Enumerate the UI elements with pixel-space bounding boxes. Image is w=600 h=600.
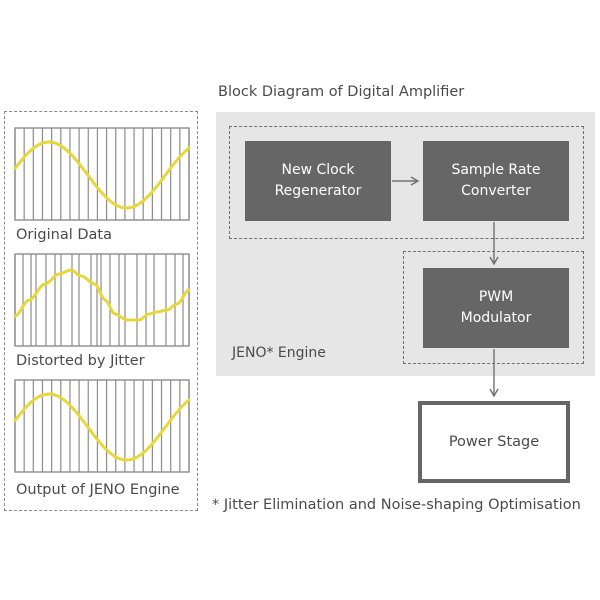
signal-curve: [13, 268, 191, 322]
input-stage-dashed-group: [229, 126, 584, 239]
diagram-title: Block Diagram of Digital Amplifier: [218, 84, 465, 100]
waveform-panel: Original Data Distorted by Jitter Output…: [4, 111, 198, 511]
output-waveform: [13, 379, 191, 473]
distorted-waveform: [13, 253, 191, 347]
block-label-line: New Clock: [281, 162, 355, 178]
sample-rate-converter-block: Sample Rate Converter: [423, 141, 569, 221]
output-caption: Output of JENO Engine: [16, 482, 180, 498]
waveform-frame: [14, 379, 190, 473]
new-clock-regenerator-block: New Clock Regenerator: [245, 141, 391, 221]
engine-label: JENO* Engine: [232, 345, 326, 361]
waveform-frame: [14, 127, 190, 221]
signal-curve: [13, 140, 191, 210]
power-stage-label: Power Stage: [448, 434, 540, 450]
original-data-waveform: [13, 127, 191, 221]
waveform-frame: [14, 253, 190, 347]
pwm-modulator-block: PWM Modulator: [423, 268, 569, 348]
distorted-caption: Distorted by Jitter: [16, 353, 145, 369]
power-stage-block: Power Stage: [418, 401, 570, 483]
footnote: * Jitter Elimination and Noise-shaping O…: [212, 497, 581, 513]
original-data-caption: Original Data: [16, 227, 112, 243]
block-label-line: Modulator: [460, 310, 532, 326]
block-label-line: Regenerator: [274, 183, 362, 199]
block-label-line: Sample Rate: [451, 162, 541, 178]
block-label-line: Converter: [461, 183, 531, 199]
signal-curve: [13, 392, 191, 462]
block-label-line: PWM: [478, 289, 514, 305]
